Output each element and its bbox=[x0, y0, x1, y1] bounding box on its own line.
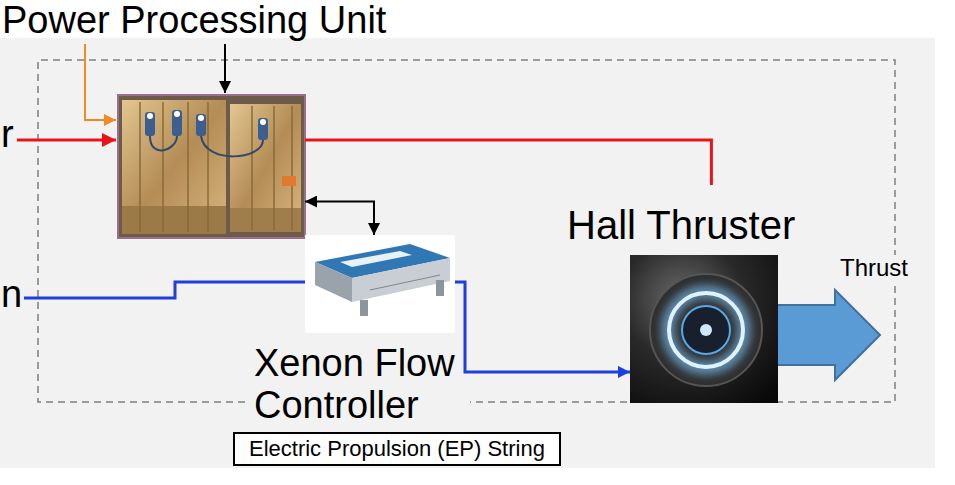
thruster-pole bbox=[682, 306, 730, 354]
thruster-plume bbox=[668, 292, 744, 368]
ppu-photo bbox=[118, 95, 305, 238]
thruster-body bbox=[650, 274, 762, 386]
ppu-connector bbox=[174, 111, 180, 117]
xfc-seam bbox=[370, 275, 440, 290]
ppu-tag bbox=[282, 176, 296, 186]
ppu-connector bbox=[147, 113, 153, 119]
thruster-photo bbox=[630, 255, 778, 403]
ppu-groove bbox=[291, 106, 293, 230]
ppu-groove bbox=[273, 106, 275, 230]
ppu-connector bbox=[260, 119, 266, 125]
ppu-groove bbox=[187, 102, 189, 232]
ppu-connector bbox=[198, 115, 204, 121]
ppu-base bbox=[122, 206, 226, 234]
input-label: r bbox=[1, 114, 14, 156]
ppu-groove bbox=[162, 102, 164, 232]
xenon-flow-controller: Xenon Flow Controller bbox=[305, 235, 455, 333]
ppu-groove bbox=[139, 102, 141, 232]
component-heading: Power Processing Unit bbox=[2, 0, 386, 42]
xfc-side-face bbox=[315, 262, 352, 302]
ppu-connector bbox=[172, 110, 182, 136]
ppu-connector bbox=[196, 114, 206, 136]
background-panel bbox=[0, 38, 935, 468]
ppu-wire bbox=[150, 136, 263, 156]
ppu-connector bbox=[258, 118, 268, 140]
ppu-base bbox=[230, 208, 301, 232]
telemetry-line bbox=[224, 44, 226, 93]
xfc-fitting bbox=[360, 300, 368, 316]
ppu-connector bbox=[145, 112, 155, 136]
xfc-front-face bbox=[352, 258, 450, 302]
input-label: n bbox=[1, 274, 22, 316]
box-label: Electric Propulsion (EP) String bbox=[249, 437, 545, 461]
power-line bbox=[305, 140, 711, 185]
thruster-channel bbox=[669, 293, 743, 367]
power-processing-unit: Power Processing Unit bbox=[118, 95, 305, 238]
xfc-label-plate bbox=[340, 251, 412, 267]
xfc-fitting bbox=[436, 280, 444, 296]
ppu-chassis bbox=[230, 104, 301, 232]
thrust-label: Thrust bbox=[838, 255, 910, 281]
ppu-chassis bbox=[122, 100, 226, 234]
xenon-feed-line bbox=[455, 282, 630, 372]
component-heading: Hall Thruster bbox=[567, 203, 795, 247]
string-label-box: Electric Propulsion (EP) String bbox=[233, 432, 561, 466]
command-line bbox=[85, 44, 116, 120]
ppu-groove bbox=[251, 106, 253, 230]
xfc-photo bbox=[305, 235, 455, 333]
ppu-groove bbox=[207, 102, 209, 232]
xenon-input-line bbox=[24, 282, 305, 298]
string-boundary bbox=[38, 60, 895, 402]
control-link bbox=[305, 202, 374, 235]
hall-thruster: Hall Thruster bbox=[630, 255, 778, 403]
thruster-center bbox=[700, 324, 712, 336]
power-input-line bbox=[17, 139, 116, 142]
component-heading: Xenon Flow Controller bbox=[254, 343, 460, 427]
